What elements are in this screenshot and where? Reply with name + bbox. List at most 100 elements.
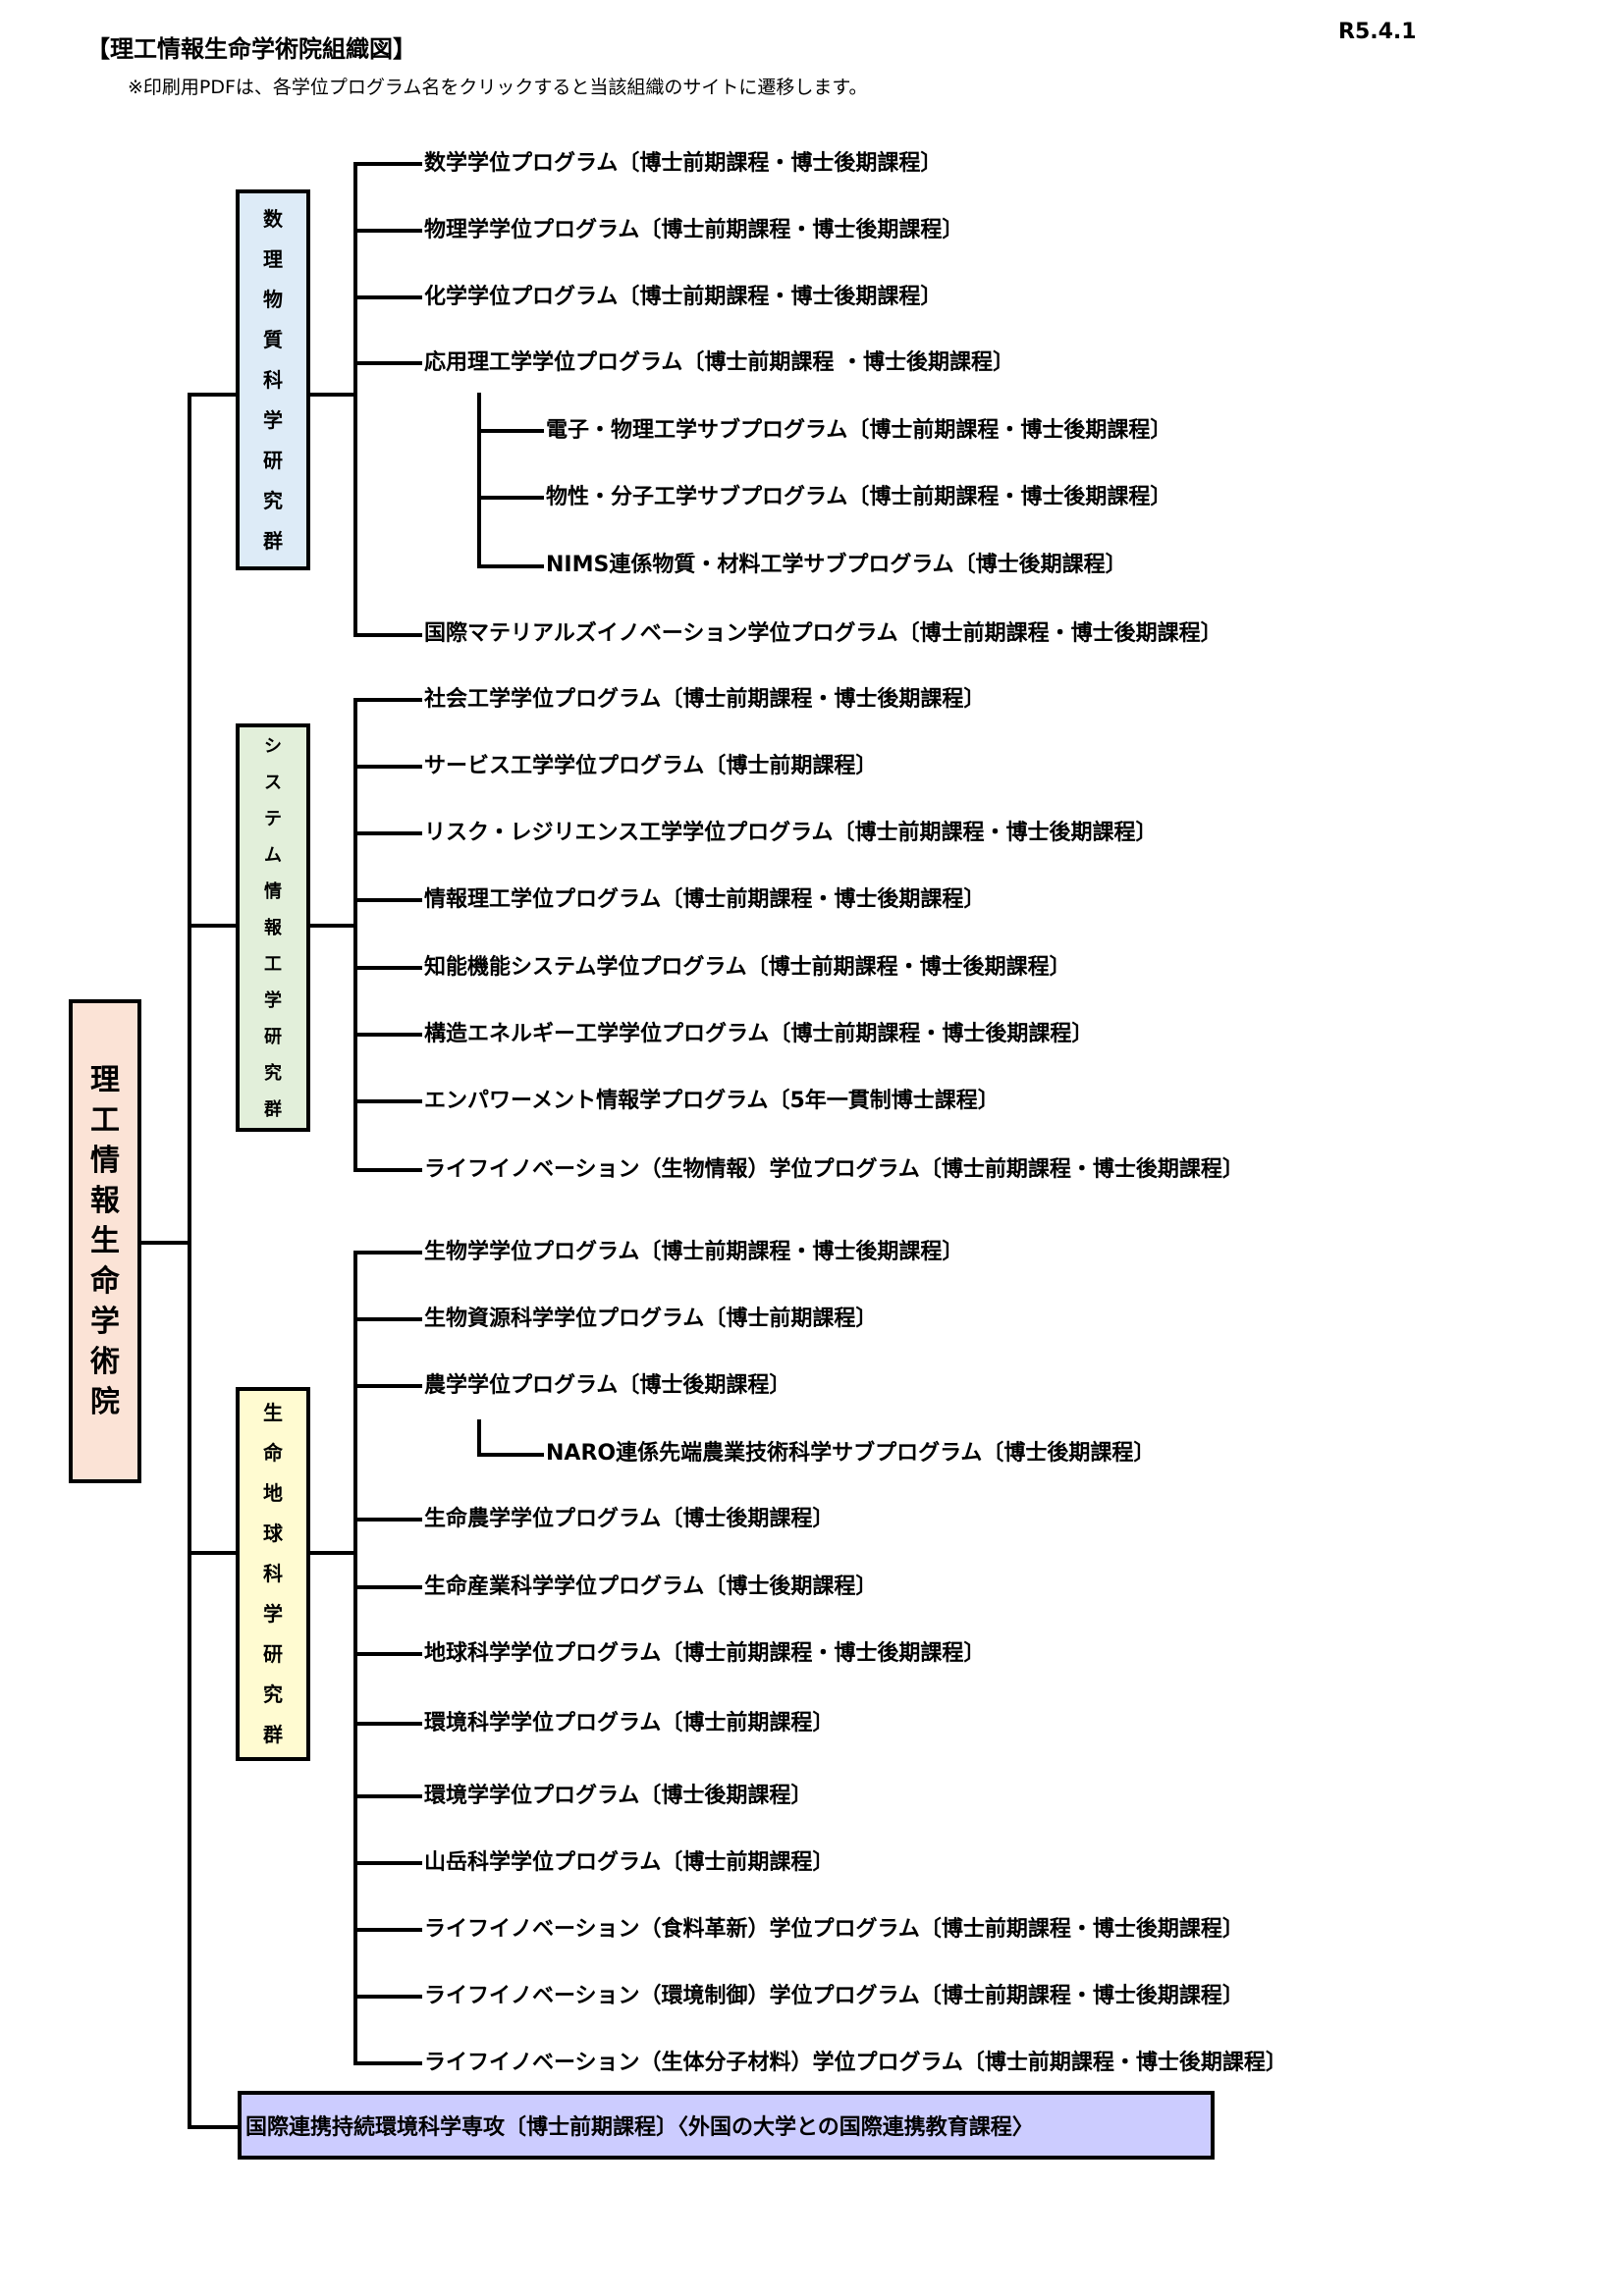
group-char: 研 xyxy=(263,448,283,472)
version-label: R5.4.1 xyxy=(1338,20,1417,44)
intl-joint-program-box[interactable]: 国際連携持続環境科学専攻〔博士前期課程〕〈外国の大学との国際連携教育課程〉 xyxy=(238,2091,1215,2160)
group-char: 研 xyxy=(263,1642,283,1666)
page-title: 【理工情報生命学術院組織図】 xyxy=(86,35,416,63)
connector-line xyxy=(353,295,422,299)
program-link-physics[interactable]: 物理学学位プログラム〔博士前期課程・博士後期課程〕 xyxy=(424,218,964,242)
group-char: 地 xyxy=(263,1481,283,1505)
group-char: ム xyxy=(264,844,282,866)
root-char: 生 xyxy=(90,1224,120,1258)
program-link-risk-resilience[interactable]: リスク・レジリエンス工学学位プログラム〔博士前期課程・博士後期課程〕 xyxy=(424,821,1158,845)
program-link-life-innovation-env-control[interactable]: ライフイノベーション（環境制御）学位プログラム〔博士前期課程・博士後期課程〕 xyxy=(424,1984,1244,2008)
subprogram-link-nims[interactable]: NIMS連係物質・材料工学サブプログラム〔博士後期課程〕 xyxy=(546,553,1127,577)
connector-line xyxy=(353,698,422,702)
connector-line xyxy=(188,1551,237,1555)
program-link-agriculture[interactable]: 農学学位プログラム〔博士後期課程〕 xyxy=(424,1373,791,1398)
group-char: 数 xyxy=(263,206,283,231)
group-char: 究 xyxy=(264,1062,282,1084)
program-link-earth-science[interactable]: 地球科学学位プログラム〔博士前期課程・博士後期課程〕 xyxy=(424,1641,986,1666)
connector-line xyxy=(310,924,357,928)
group-char: 学 xyxy=(264,989,282,1011)
program-link-mountain-science[interactable]: 山岳科学学位プログラム〔博士前期課程〕 xyxy=(424,1850,835,1875)
root-char: 命 xyxy=(90,1264,120,1299)
connector-line xyxy=(353,966,422,970)
connector-line xyxy=(353,1251,422,1255)
program-link-environmental-studies[interactable]: 環境学学位プログラム〔博士後期課程〕 xyxy=(424,1784,813,1808)
group-char: 究 xyxy=(263,1682,283,1706)
group-char: 質 xyxy=(263,327,283,351)
group-char: 情 xyxy=(264,881,282,902)
program-link-cs[interactable]: 情報理工学位プログラム〔博士前期課程・博士後期課程〕 xyxy=(424,887,986,912)
connector-line xyxy=(310,1551,357,1555)
program-link-environmental-science[interactable]: 環境科学学位プログラム〔博士前期課程〕 xyxy=(424,1711,835,1735)
group-char: 命 xyxy=(263,1441,283,1465)
connector-line xyxy=(353,1099,422,1103)
group-char: 球 xyxy=(263,1522,283,1545)
connector-line xyxy=(353,162,357,637)
subprogram-link-naro[interactable]: NARO連係先端農業技術科学サブプログラム〔博士後期課程〕 xyxy=(546,1441,1156,1466)
program-link-materials-innovation[interactable]: 国際マテリアルズイノベーション学位プログラム〔博士前期課程・博士後期課程〕 xyxy=(424,621,1222,646)
connector-line xyxy=(353,1794,422,1798)
root-char: 理 xyxy=(90,1063,120,1097)
group-char: 理 xyxy=(263,246,283,271)
group-char: 研 xyxy=(264,1026,282,1047)
program-link-chemistry[interactable]: 化学学位プログラム〔博士前期課程・博士後期課程〕 xyxy=(424,285,943,309)
connector-line xyxy=(477,564,544,568)
connector-line xyxy=(477,429,544,433)
connector-line xyxy=(353,1652,422,1656)
connector-line xyxy=(353,898,422,902)
group-char: 科 xyxy=(263,367,283,392)
group-box-systems-info: シ ス テ ム 情 報 工 学 研 究 群 xyxy=(236,723,310,1132)
connector-line xyxy=(477,496,544,500)
connector-line xyxy=(353,1033,422,1037)
group-char: 報 xyxy=(264,917,282,938)
connector-line xyxy=(188,924,237,928)
group-char: 群 xyxy=(263,528,283,553)
group-char: テ xyxy=(264,808,282,829)
group-box-life-earth: 生 命 地 球 科 学 研 究 群 xyxy=(236,1387,310,1761)
connector-line xyxy=(353,1861,422,1865)
program-link-life-industry[interactable]: 生命産業科学学位プログラム〔博士後期課程〕 xyxy=(424,1575,878,1599)
intl-joint-program-label[interactable]: 国際連携持続環境科学専攻〔博士前期課程〕〈外国の大学との国際連携教育課程〉 xyxy=(245,2115,1034,2140)
program-link-life-innovation-food[interactable]: ライフイノベーション（食料革新）学位プログラム〔博士前期課程・博士後期課程〕 xyxy=(424,1917,1244,1942)
subprogram-link-electronics[interactable]: 電子・物理工学サブプログラム〔博士前期課程・博士後期課程〕 xyxy=(546,418,1172,443)
group-char: 物 xyxy=(263,287,283,311)
program-link-intelligent-systems[interactable]: 知能機能システム学位プログラム〔博士前期課程・博士後期課程〕 xyxy=(424,955,1071,980)
group-char: 科 xyxy=(263,1562,283,1585)
root-char: 工 xyxy=(90,1103,120,1138)
subprogram-link-materials-molecular[interactable]: 物性・分子工学サブプログラム〔博士前期課程・博士後期課程〕 xyxy=(546,485,1172,509)
root-box: 理 工 情 報 生 命 学 術 院 xyxy=(69,999,141,1483)
root-char: 院 xyxy=(90,1385,120,1419)
program-link-empowerment[interactable]: エンパワーメント情報学プログラム〔5年一貫制博士課程〕 xyxy=(424,1089,1000,1113)
root-char: 術 xyxy=(90,1345,120,1379)
connector-line xyxy=(477,1453,544,1457)
root-char: 情 xyxy=(90,1144,120,1178)
connector-line xyxy=(353,1995,422,1999)
program-link-biology[interactable]: 生物学学位プログラム〔博士前期課程・博士後期課程〕 xyxy=(424,1240,964,1264)
connector-line xyxy=(477,1419,481,1457)
program-link-structure-energy[interactable]: 構造エネルギー工学学位プログラム〔博士前期課程・博士後期課程〕 xyxy=(424,1022,1094,1046)
program-link-life-innovation-biomolecular[interactable]: ライフイノベーション（生体分子材料）学位プログラム〔博士前期課程・博士後期課程〕 xyxy=(424,2051,1287,2075)
program-link-life-innovation-bioinfo[interactable]: ライフイノベーション（生物情報）学位プログラム〔博士前期課程・博士後期課程〕 xyxy=(424,1157,1244,1182)
connector-line xyxy=(188,2125,239,2129)
group-char: 工 xyxy=(264,953,282,975)
connector-line xyxy=(353,765,422,769)
group-char: 群 xyxy=(263,1723,283,1746)
program-link-life-agriculture[interactable]: 生命農学学位プログラム〔博士後期課程〕 xyxy=(424,1507,835,1531)
connector-line xyxy=(477,393,481,568)
program-link-math[interactable]: 数学学位プログラム〔博士前期課程・博士後期課程〕 xyxy=(424,151,943,176)
connector-line xyxy=(353,2061,422,2065)
connector-line xyxy=(353,361,422,365)
connector-line xyxy=(353,1928,422,1932)
connector-line xyxy=(188,393,191,2129)
connector-line xyxy=(353,1317,422,1321)
connector-line xyxy=(353,1251,357,2065)
connector-line xyxy=(353,1585,422,1589)
connector-line xyxy=(353,633,422,637)
root-char: 学 xyxy=(90,1305,120,1339)
program-link-service-eng[interactable]: サービス工学学位プログラム〔博士前期課程〕 xyxy=(424,754,878,778)
group-box-math-physical: 数 理 物 質 科 学 研 究 群 xyxy=(236,189,310,570)
program-link-applied-physics[interactable]: 応用理工学学位プログラム〔博士前期課程 ・博士後期課程〕 xyxy=(424,350,1015,375)
connector-line xyxy=(353,1384,422,1388)
program-link-bioresource[interactable]: 生物資源科学学位プログラム〔博士前期課程〕 xyxy=(424,1307,878,1331)
program-link-social-eng[interactable]: 社会工学学位プログラム〔博士前期課程・博士後期課程〕 xyxy=(424,687,986,712)
